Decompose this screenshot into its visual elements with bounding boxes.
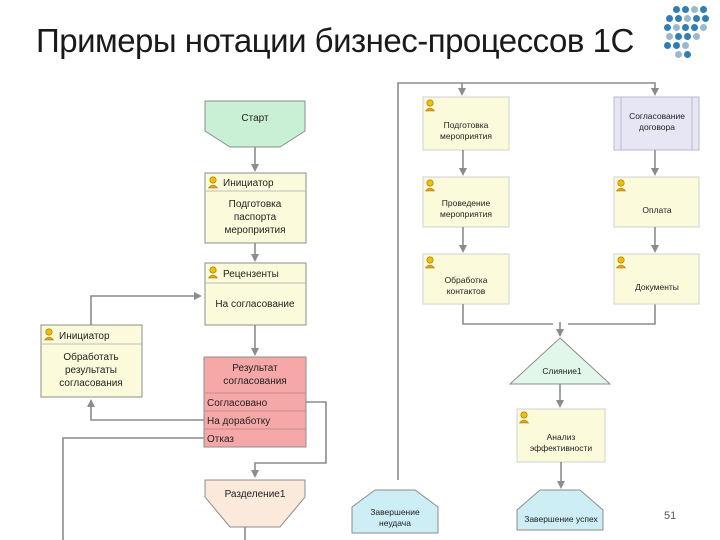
line-reject-down: [62, 437, 204, 540]
logo-dot: [675, 51, 682, 58]
task-prepare-event: Подготовка мероприятия: [422, 96, 510, 151]
logo-dot: [693, 33, 700, 40]
task1-line2: паспорта: [234, 212, 277, 223]
task-efficiency-analysis: Анализ эффективности: [516, 408, 606, 463]
result-line1: Результат: [232, 363, 278, 374]
task-contract-approval: Согласование договора: [613, 96, 700, 151]
mid-task-d-line1: Анализ: [547, 432, 576, 442]
task2-line1: На согласование: [215, 299, 295, 310]
result-option-rework: На доработку: [207, 415, 270, 427]
mid-task-d-line2: эффективности: [530, 443, 593, 453]
task3-line3: согласования: [59, 378, 122, 389]
logo-dot: [684, 51, 691, 58]
task1-line3: мероприятия: [224, 225, 285, 236]
logo-dot: [664, 42, 671, 49]
right-task-a-line1: Согласование: [629, 111, 685, 121]
task1-line1: Подготовка: [229, 199, 282, 210]
logo-dot: [700, 24, 707, 31]
task-run-event: Проведение мероприятия: [422, 176, 510, 228]
task3-role: Инициатор: [59, 331, 110, 342]
logo-dot: [682, 24, 689, 31]
right-task-b-line1: Оплата: [642, 205, 672, 215]
mid-task-b-line2: мероприятия: [440, 209, 492, 219]
logo-dot: [682, 6, 689, 13]
logo-dot: [666, 15, 673, 22]
mid-task-b-line1: Проведение: [442, 198, 491, 208]
logo-dot: [664, 24, 671, 31]
end-fail-line1: Завершение: [370, 507, 420, 517]
result-decision: Результат согласования Согласовано На до…: [203, 356, 307, 448]
mid-task-a-line2: мероприятия: [440, 131, 492, 141]
logo-dot: [684, 33, 691, 40]
right-task-c-line1: Документы: [635, 282, 679, 292]
logo-dot: [700, 6, 707, 13]
logo-dot: [673, 42, 680, 49]
mid-task-c-line2: контактов: [447, 286, 486, 296]
logo-dot: [675, 15, 682, 22]
result-option-approved: Согласовано: [207, 398, 268, 409]
task-payment: Оплата: [613, 176, 700, 228]
result-option-reject: Отказ: [207, 434, 234, 445]
page-number: 51: [664, 510, 677, 522]
logo-dot: [682, 42, 689, 49]
logo-dot: [702, 15, 709, 22]
task-prepare-passport: Инициатор Подготовка паспорта мероприяти…: [204, 172, 307, 244]
task1-role: Инициатор: [223, 178, 274, 189]
logo-dot: [691, 24, 698, 31]
task2-role: Рецензенты: [223, 269, 279, 280]
split-label: Разделение1: [225, 489, 286, 500]
end-success-node: Завершение успех: [516, 489, 604, 531]
start-label: Старт: [241, 113, 269, 124]
end-fail-node: Завершение неудача: [351, 489, 439, 534]
line-contacts-to-merge: [462, 304, 553, 325]
task3-line1: Обработать: [63, 351, 118, 363]
page-title: Примеры нотации бизнес-процессов 1С: [36, 22, 634, 59]
logo-dot: [691, 6, 698, 13]
arrow-task3-to-task2: [90, 292, 202, 325]
task3-line2: результаты: [65, 365, 117, 376]
logo-dot: [675, 33, 682, 40]
end-fail-line2: неудача: [379, 518, 411, 528]
logo-dot: [666, 33, 673, 40]
end-success-label: Завершение успех: [524, 514, 598, 524]
merge-label: Слияние1: [542, 366, 582, 376]
arrow-to-contract: [397, 82, 659, 480]
task-documents: Документы: [613, 253, 700, 305]
split-node: Разделение1: [204, 479, 306, 528]
arrow-approved-to-split: [251, 401, 327, 478]
logo-dot: [693, 15, 700, 22]
merge-node: Слияние1: [508, 337, 612, 385]
arrow-rework-to-task3: [87, 399, 204, 421]
mid-task-c-line1: Обработка: [445, 275, 488, 285]
result-line2: согласования: [223, 376, 286, 387]
logo-dot: [684, 15, 691, 22]
logo-dot: [673, 24, 680, 31]
logo-icon: [664, 6, 716, 62]
task-process-contacts: Обработка контактов: [422, 253, 510, 305]
logo-dot: [673, 6, 680, 13]
start-node: Старт: [204, 100, 306, 148]
right-task-a-line2: договора: [639, 122, 675, 132]
line-documents-to-merge: [568, 304, 656, 325]
task-process-results: Инициатор Обработать результаты согласов…: [40, 324, 143, 398]
mid-task-a-line1: Подготовка: [444, 120, 489, 130]
task-for-approval: Рецензенты На согласование: [204, 262, 307, 326]
